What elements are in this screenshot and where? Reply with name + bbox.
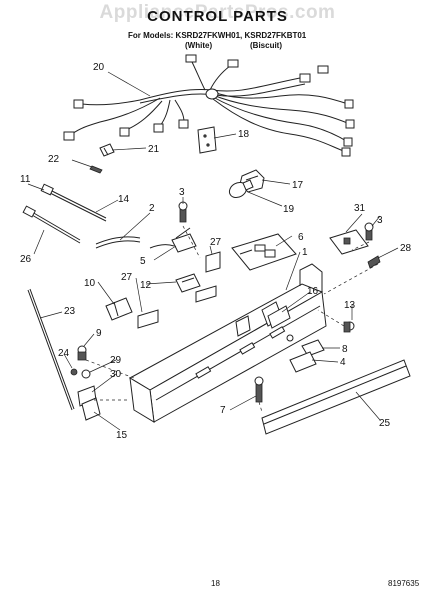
callout-20: 20 xyxy=(93,62,105,73)
callout-27-upper: 27 xyxy=(210,237,222,248)
part-16-insert xyxy=(267,305,291,329)
callout-16: 16 xyxy=(307,286,319,297)
part-4-bracket xyxy=(289,351,317,373)
callout-31: 31 xyxy=(354,203,366,214)
part-13-screw xyxy=(343,321,355,333)
callout-11: 11 xyxy=(20,174,31,185)
callout-25: 25 xyxy=(379,418,391,429)
part-28-fastener xyxy=(367,255,381,269)
callout-26: 26 xyxy=(20,254,32,265)
callout-18: 18 xyxy=(238,129,250,140)
part-31-module xyxy=(329,229,369,255)
variant-biscuit-label: (Biscuit) xyxy=(250,41,282,50)
part-3-screw-left xyxy=(178,201,188,223)
part-6-control-board xyxy=(231,233,297,271)
callout-3-right: 3 xyxy=(377,215,383,226)
part-3-screw-right xyxy=(364,222,374,241)
part-18-cover xyxy=(197,126,217,154)
callout-15: 15 xyxy=(116,430,128,441)
page-title: CONTROL PARTS xyxy=(147,8,288,25)
part-24-nut xyxy=(70,368,78,376)
callout-3-left: 3 xyxy=(179,187,185,198)
callout-22: 22 xyxy=(48,154,60,165)
callout-27-lower: 27 xyxy=(121,272,133,283)
callout-30: 30 xyxy=(110,369,122,380)
callout-12: 12 xyxy=(140,280,152,291)
part-14-probe xyxy=(40,183,107,222)
callout-10: 10 xyxy=(84,278,96,289)
callout-17: 17 xyxy=(292,180,304,191)
part-9-screw xyxy=(77,345,87,361)
part-22-screw xyxy=(89,165,103,174)
callout-14: 14 xyxy=(118,194,130,205)
part-29-washer xyxy=(81,369,91,379)
callout-13: 13 xyxy=(344,300,356,311)
callout-24: 24 xyxy=(58,348,70,359)
callout-6: 6 xyxy=(298,232,304,243)
wire-harness-part xyxy=(63,54,355,157)
part-8-connector xyxy=(301,339,325,357)
callout-8: 8 xyxy=(342,344,348,355)
variant-white-label: (White) xyxy=(185,41,213,50)
callout-9: 9 xyxy=(96,328,102,339)
part-25-trim xyxy=(261,359,411,435)
page-number: 18 xyxy=(211,579,220,588)
callout-29: 29 xyxy=(110,355,122,366)
callout-23: 23 xyxy=(64,306,76,317)
callout-28: 28 xyxy=(400,243,412,254)
callout-1: 1 xyxy=(302,247,308,258)
callout-19: 19 xyxy=(283,204,295,215)
part-5-switch xyxy=(149,227,197,253)
callout-4: 4 xyxy=(340,357,346,368)
callout-5: 5 xyxy=(140,256,146,267)
document-number: 8197635 xyxy=(388,579,420,588)
part-23-rod xyxy=(27,289,73,411)
watermark-text: AppliancePartsPros.com xyxy=(99,2,336,23)
part-7-screw xyxy=(254,376,264,403)
part-1-control-housing xyxy=(128,263,327,423)
part-27-label-lower xyxy=(137,309,159,329)
models-label: For Models: KSRD27FKWH01, KSRD27FKBT01 xyxy=(128,31,307,40)
part-27-label-upper xyxy=(205,251,221,273)
part-10-bracket xyxy=(105,297,133,321)
callout-7: 7 xyxy=(220,405,226,416)
callout-21: 21 xyxy=(148,144,160,155)
part-21-clip xyxy=(99,143,115,157)
part-15-clip xyxy=(81,397,101,421)
part-2-tube xyxy=(95,236,141,245)
part-26-probe xyxy=(22,205,81,244)
callout-2: 2 xyxy=(149,203,155,214)
part-12-switch xyxy=(175,273,201,293)
part-19-bulb xyxy=(228,179,254,199)
